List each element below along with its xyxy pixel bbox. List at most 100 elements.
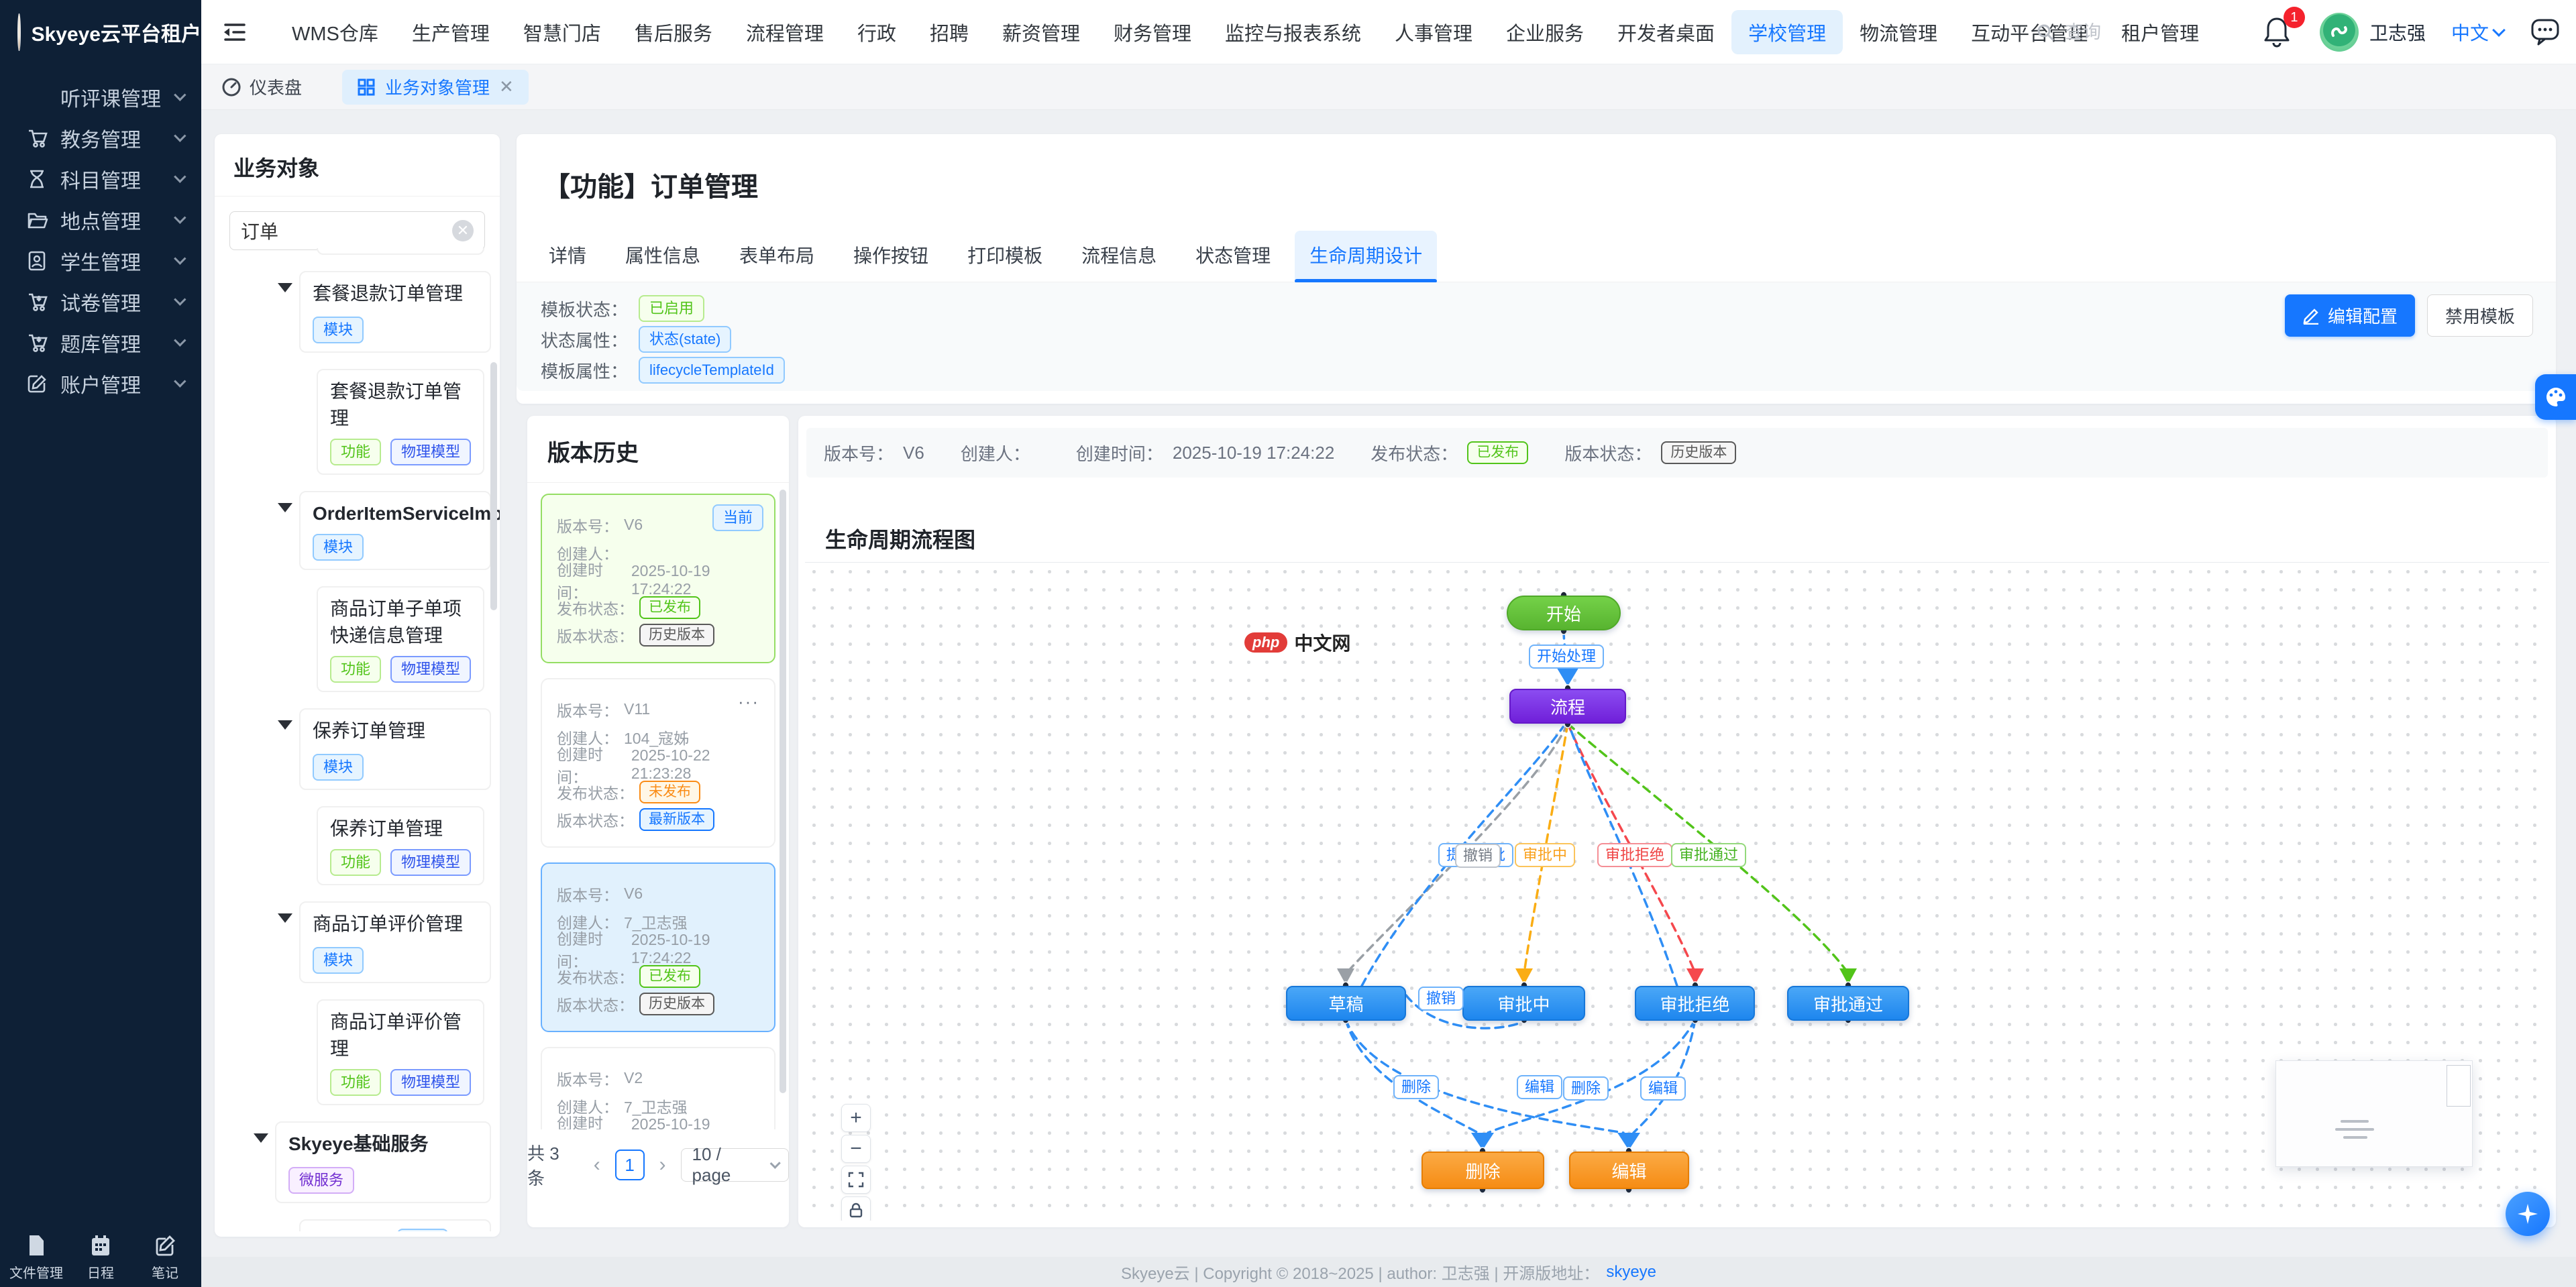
- edge-label-reject[interactable]: 审批拒绝: [1597, 843, 1673, 867]
- tab-process-info[interactable]: 流程信息: [1081, 245, 1157, 266]
- nav-monitor-report[interactable]: 监控与报表系统: [1225, 23, 1362, 45]
- tree-node-service[interactable]: Skyeye基础服务微服务: [254, 1121, 500, 1203]
- nav-school[interactable]: 学校管理: [1731, 10, 1843, 54]
- edge-label-delete-2[interactable]: 删除: [1562, 1076, 1609, 1101]
- fit-view-button[interactable]: [841, 1166, 871, 1194]
- flow-node-edit[interactable]: 编辑: [1569, 1152, 1689, 1189]
- search-input[interactable]: [2064, 21, 2212, 43]
- state-attr-badge[interactable]: 状态(state): [639, 326, 732, 353]
- edge-label-delete-1[interactable]: 删除: [1393, 1075, 1440, 1099]
- tab-detail[interactable]: 详情: [549, 245, 587, 266]
- flow-node-process[interactable]: 流程: [1509, 689, 1626, 724]
- flow-node-delete[interactable]: 删除: [1421, 1152, 1544, 1189]
- notification-bell[interactable]: 1: [2262, 7, 2305, 50]
- minimap[interactable]: [2275, 1060, 2473, 1167]
- tree-node-leaf[interactable]: 商品订单子单项快递信息管理 功能物理模型: [317, 586, 500, 692]
- nav-admin[interactable]: 行政: [857, 23, 896, 45]
- edge-label-edit-2[interactable]: 编辑: [1640, 1076, 1686, 1101]
- nav-aftersale[interactable]: 售后服务: [634, 23, 712, 45]
- lifecycle-flow-canvas[interactable]: php 中文网 开始 流程 开始处理 提交审批 撤销 审批中 审批拒绝 审批通过…: [805, 562, 2549, 1221]
- zoom-out-button[interactable]: −: [841, 1135, 871, 1163]
- close-tab-icon[interactable]: ✕: [499, 76, 514, 97]
- sidebar-item-locations[interactable]: 地点管理: [0, 199, 201, 240]
- tree-node-leaf[interactable]: 商品订单评价管理 功能物理模型: [317, 999, 500, 1105]
- edge-label-start-handle[interactable]: 开始处理: [1528, 645, 1605, 669]
- edge-label-reviewing[interactable]: 审批中: [1514, 843, 1576, 867]
- user-menu[interactable]: 卫志强: [2319, 13, 2426, 52]
- sidebar-item-subjects[interactable]: 科目管理: [0, 158, 201, 199]
- template-attr-badge[interactable]: lifecycleTemplateId: [639, 357, 785, 384]
- version-card[interactable]: 版本号：V2 创建人：7_卫志强 创建时间：2025-10-19 16:29:2…: [541, 1047, 775, 1129]
- tab-attributes[interactable]: 属性信息: [625, 245, 701, 266]
- caret-down-icon[interactable]: [278, 283, 292, 292]
- nav-production[interactable]: 生产管理: [411, 23, 490, 45]
- tab-state-management[interactable]: 状态管理: [1195, 245, 1271, 266]
- nav-dev-desktop[interactable]: 开发者桌面: [1617, 23, 1715, 45]
- nav-wms[interactable]: WMS仓库: [292, 23, 378, 45]
- nav-salary[interactable]: 薪资管理: [1002, 23, 1080, 45]
- tree-node-module[interactable]: 租户管理模块: [278, 1219, 500, 1231]
- version-scrollbar[interactable]: [780, 490, 786, 1093]
- assistant-button[interactable]: [2506, 1192, 2550, 1236]
- edge-label-revoke[interactable]: 撤销: [1454, 844, 1501, 868]
- nav-process[interactable]: 流程管理: [745, 23, 824, 45]
- next-page-icon[interactable]: ›: [659, 1154, 666, 1176]
- clear-search-icon[interactable]: ✕: [452, 220, 474, 241]
- disable-template-button[interactable]: 禁用模板: [2426, 294, 2533, 337]
- edge-label-edit-1[interactable]: 编辑: [1516, 1075, 1563, 1099]
- tree-node-module[interactable]: 保养订单管理模块: [278, 708, 500, 790]
- edge-label-revoke-2[interactable]: 撤销: [1417, 987, 1464, 1011]
- nav-enterprise[interactable]: 企业服务: [1506, 23, 1585, 45]
- tab-form-layout[interactable]: 表单布局: [739, 245, 815, 266]
- caret-down-icon[interactable]: [254, 1133, 268, 1143]
- sidebar-item-exams[interactable]: 试卷管理: [0, 281, 201, 322]
- tree-search-input[interactable]: [241, 220, 442, 241]
- collapse-menu-icon[interactable]: [221, 19, 248, 46]
- feedback-chat-icon[interactable]: [2529, 15, 2561, 50]
- opensource-link[interactable]: skyeye: [1606, 1262, 1657, 1281]
- more-menu-icon[interactable]: ···: [738, 691, 759, 712]
- edge-label-approve[interactable]: 审批通过: [1670, 843, 1747, 867]
- sidebar-footer-schedule[interactable]: 日程: [72, 1234, 129, 1282]
- page-number[interactable]: 1: [614, 1150, 645, 1180]
- app-logo[interactable]: Skyeye云平台租户: [0, 0, 201, 64]
- sidebar-item-accounts[interactable]: 账户管理: [0, 363, 201, 404]
- sidebar-item-students[interactable]: 学生管理: [0, 240, 201, 281]
- flow-node-reviewing[interactable]: 审批中: [1462, 986, 1585, 1021]
- tree-scrollbar[interactable]: [490, 362, 497, 610]
- version-card-current[interactable]: 当前 版本号：V6 创建人： 创建时间：2025-10-19 17:24:22 …: [541, 494, 775, 663]
- tree-node-module[interactable]: 套餐退款订单管理模块: [278, 271, 500, 353]
- tree-search-box[interactable]: ✕: [229, 211, 485, 250]
- flow-node-draft[interactable]: 草稿: [1286, 986, 1406, 1021]
- caret-down-icon[interactable]: [278, 503, 292, 512]
- version-card-selected[interactable]: 版本号：V6 创建人：7_卫志强 创建时间：2025-10-19 17:24:2…: [541, 862, 775, 1032]
- lock-button[interactable]: [841, 1196, 871, 1221]
- nav-recruit[interactable]: 招聘: [929, 23, 969, 45]
- sidebar-footer-files[interactable]: 文件管理: [8, 1234, 64, 1282]
- tree-node-leaf[interactable]: 保养订单管理 功能物理模型: [317, 806, 500, 885]
- nav-logistics[interactable]: 物流管理: [1860, 23, 1938, 45]
- edit-config-button[interactable]: 编辑配置: [2284, 294, 2415, 337]
- tab-print-template[interactable]: 打印模板: [967, 245, 1043, 266]
- minimap-viewport[interactable]: [2447, 1065, 2471, 1107]
- version-card[interactable]: ··· 版本号：V11 创建人：104_寇姊 创建时间：2025-10-22 2…: [541, 678, 775, 848]
- theme-settings-tab[interactable]: [2535, 374, 2576, 420]
- tab-dashboard[interactable]: 仪表盘: [221, 74, 302, 99]
- sidebar-item-lecture-review[interactable]: 听评课管理: [0, 76, 201, 117]
- sidebar-item-academic[interactable]: 教务管理: [0, 117, 201, 158]
- caret-down-icon[interactable]: [278, 720, 292, 730]
- tab-action-buttons[interactable]: 操作按钮: [853, 245, 929, 266]
- flow-node-rejected[interactable]: 审批拒绝: [1635, 986, 1755, 1021]
- nav-hr[interactable]: 人事管理: [1395, 23, 1473, 45]
- nav-finance[interactable]: 财务管理: [1113, 23, 1191, 45]
- page-size-select[interactable]: 10 / page: [680, 1144, 789, 1185]
- tree-node-module[interactable]: OrderItemServiceImpl 模块: [278, 491, 500, 570]
- tab-business-object[interactable]: 业务对象管理 ✕: [342, 69, 529, 105]
- zoom-in-button[interactable]: +: [841, 1104, 871, 1132]
- caret-down-icon[interactable]: [278, 913, 292, 923]
- language-switcher[interactable]: 中文: [2451, 19, 2506, 46]
- sidebar-item-question-bank[interactable]: 题库管理: [0, 322, 201, 363]
- sidebar-footer-notes[interactable]: 笔记: [137, 1234, 193, 1282]
- prev-page-icon[interactable]: ‹: [593, 1154, 600, 1176]
